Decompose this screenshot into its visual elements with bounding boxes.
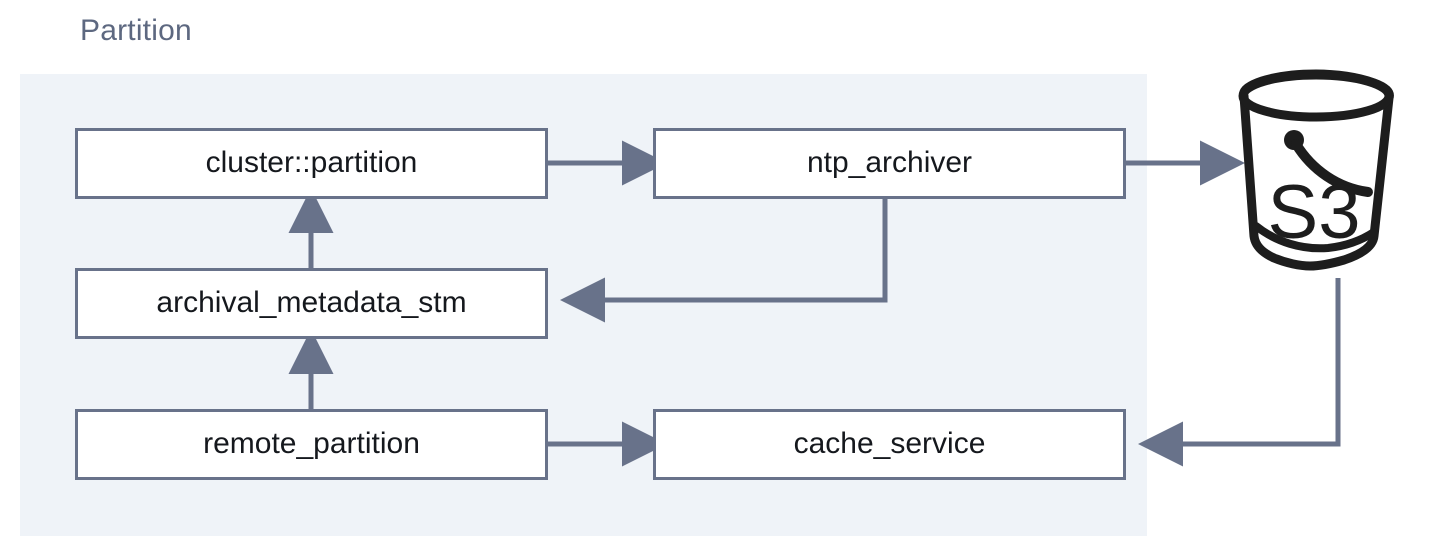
node-archival-metadata-stm[interactable]: archival_metadata_stm <box>75 268 548 339</box>
node-label: remote_partition <box>203 426 420 460</box>
node-cluster-partition[interactable]: cluster::partition <box>75 128 548 199</box>
node-label: archival_metadata_stm <box>156 285 467 319</box>
edge-s3-to-cache-service <box>1138 278 1341 467</box>
node-ntp-archiver[interactable]: ntp_archiver <box>653 128 1126 199</box>
node-cache-service[interactable]: cache_service <box>653 409 1126 480</box>
node-remote-partition[interactable]: remote_partition <box>75 409 548 480</box>
s3-bucket-icon[interactable]: S3 <box>1232 66 1400 272</box>
node-label: cluster::partition <box>205 145 418 179</box>
node-label: ntp_archiver <box>806 145 973 179</box>
s3-label: S3 <box>1268 170 1361 255</box>
node-label: cache_service <box>793 426 986 460</box>
partition-panel-title: Partition <box>80 14 192 47</box>
